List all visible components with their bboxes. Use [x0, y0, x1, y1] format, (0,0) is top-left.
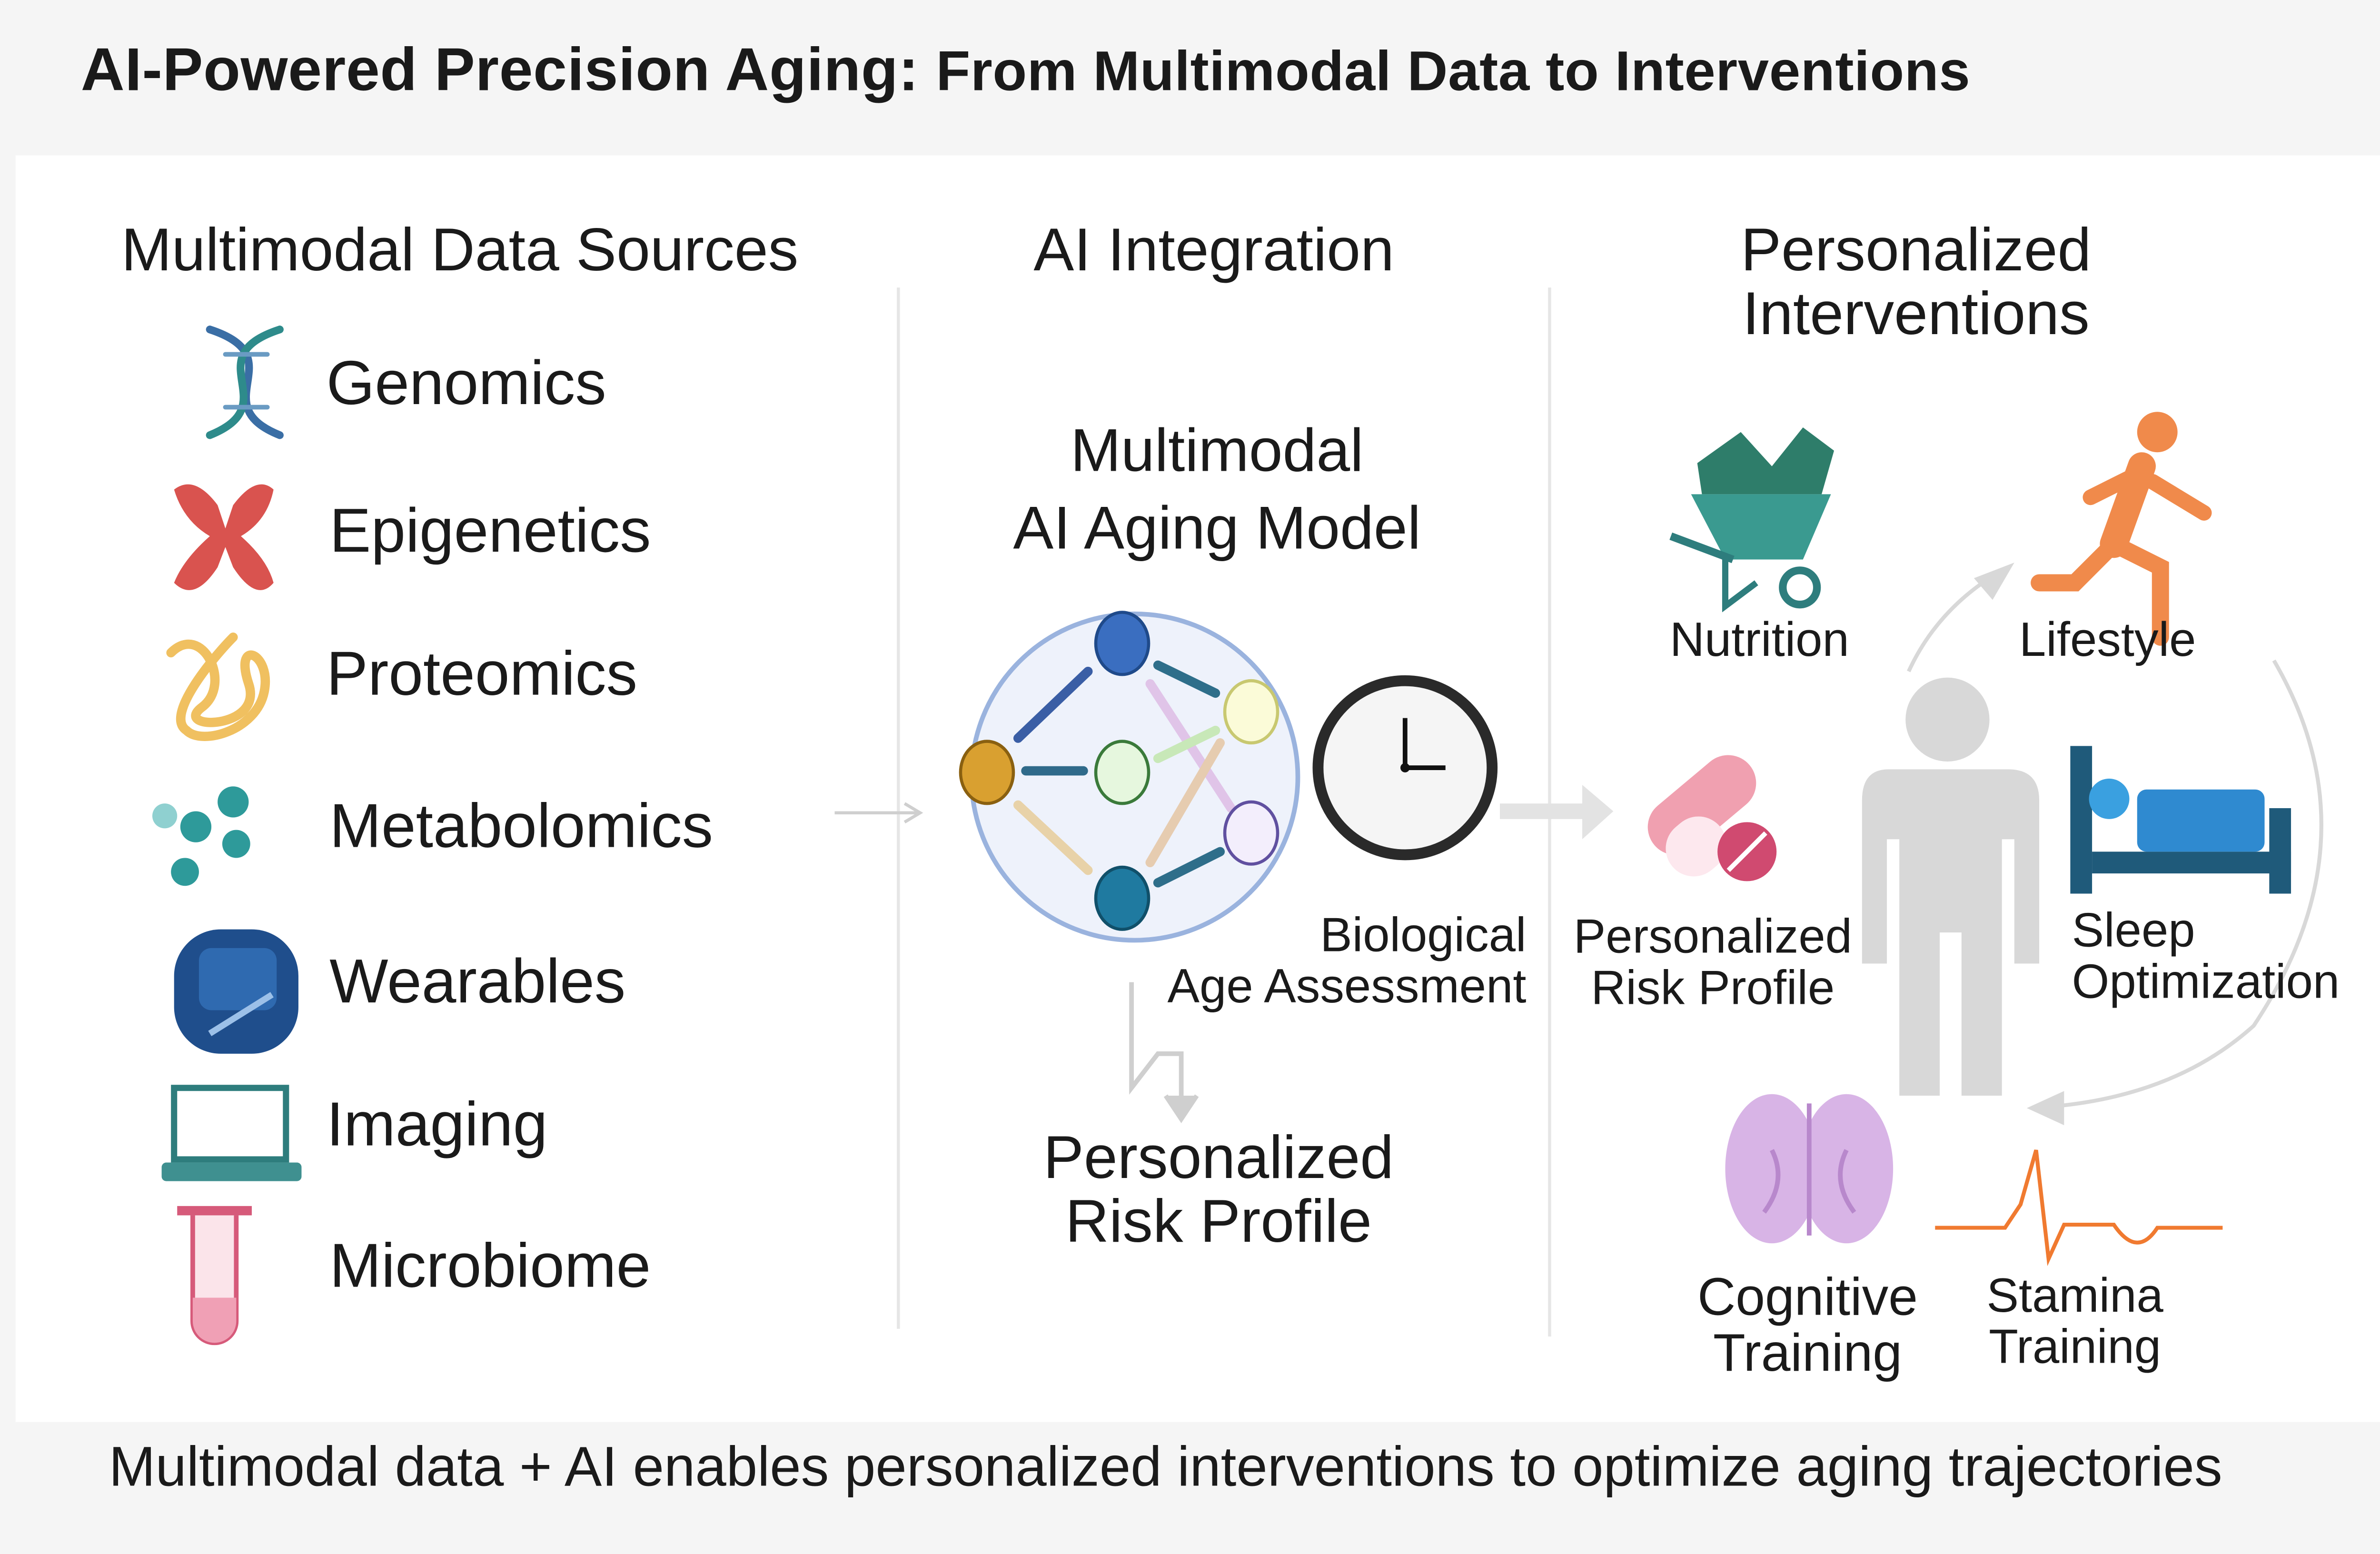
dna-icon: [206, 326, 284, 439]
arrow-right-icon: [1500, 784, 1614, 840]
source-microbiome: Microbiome: [329, 1232, 651, 1301]
nutrition-label: Nutrition: [1669, 612, 1849, 667]
clock-icon: [1312, 675, 1498, 861]
pill-icon: [1647, 755, 1777, 881]
protein-icon: [166, 632, 270, 741]
bed-icon: [2070, 746, 2291, 894]
source-imaging: Imaging: [326, 1091, 548, 1159]
caption: Multimodal data + AI enables personalize…: [109, 1434, 2222, 1498]
brain-icon: [1725, 1094, 1894, 1244]
header-ai-integration: AI Integration: [1033, 218, 1394, 285]
arrow-down-icon: [1129, 982, 1199, 1123]
source-wearables: Wearables: [329, 948, 626, 1017]
source-epigenetics: Epigenetics: [329, 497, 651, 566]
source-proteomics: Proteomics: [326, 640, 637, 709]
cycle-arrow-icon: [1907, 576, 2323, 1109]
page-title: AI-Powered Precision Aging: From Multimo…: [80, 37, 1971, 104]
header-data-sources: Multimodal Data Sources: [121, 218, 799, 285]
source-metabolomics: Metabolomics: [329, 792, 714, 861]
arrow-head-icon: [2026, 1091, 2064, 1126]
laptop-icon: [161, 1085, 302, 1181]
nutrition-wheelbarrow-icon: [1669, 427, 1835, 613]
lifestyle-label: Lifestyle: [2019, 612, 2196, 667]
test-tube-icon: [177, 1206, 252, 1346]
arrow-right-icon: [834, 802, 923, 824]
arrow-head-icon: [1973, 563, 2014, 600]
chromosome-icon: [174, 484, 274, 590]
person-silhouette-icon: [1862, 677, 2040, 1096]
source-genomics: Genomics: [326, 349, 606, 418]
smartwatch-icon: [174, 929, 298, 1054]
neural-network-icon: [959, 611, 1300, 943]
molecules-icon: [152, 786, 250, 886]
running-person-icon: [2031, 412, 2212, 646]
heartbeat-icon: [1935, 1149, 2223, 1266]
